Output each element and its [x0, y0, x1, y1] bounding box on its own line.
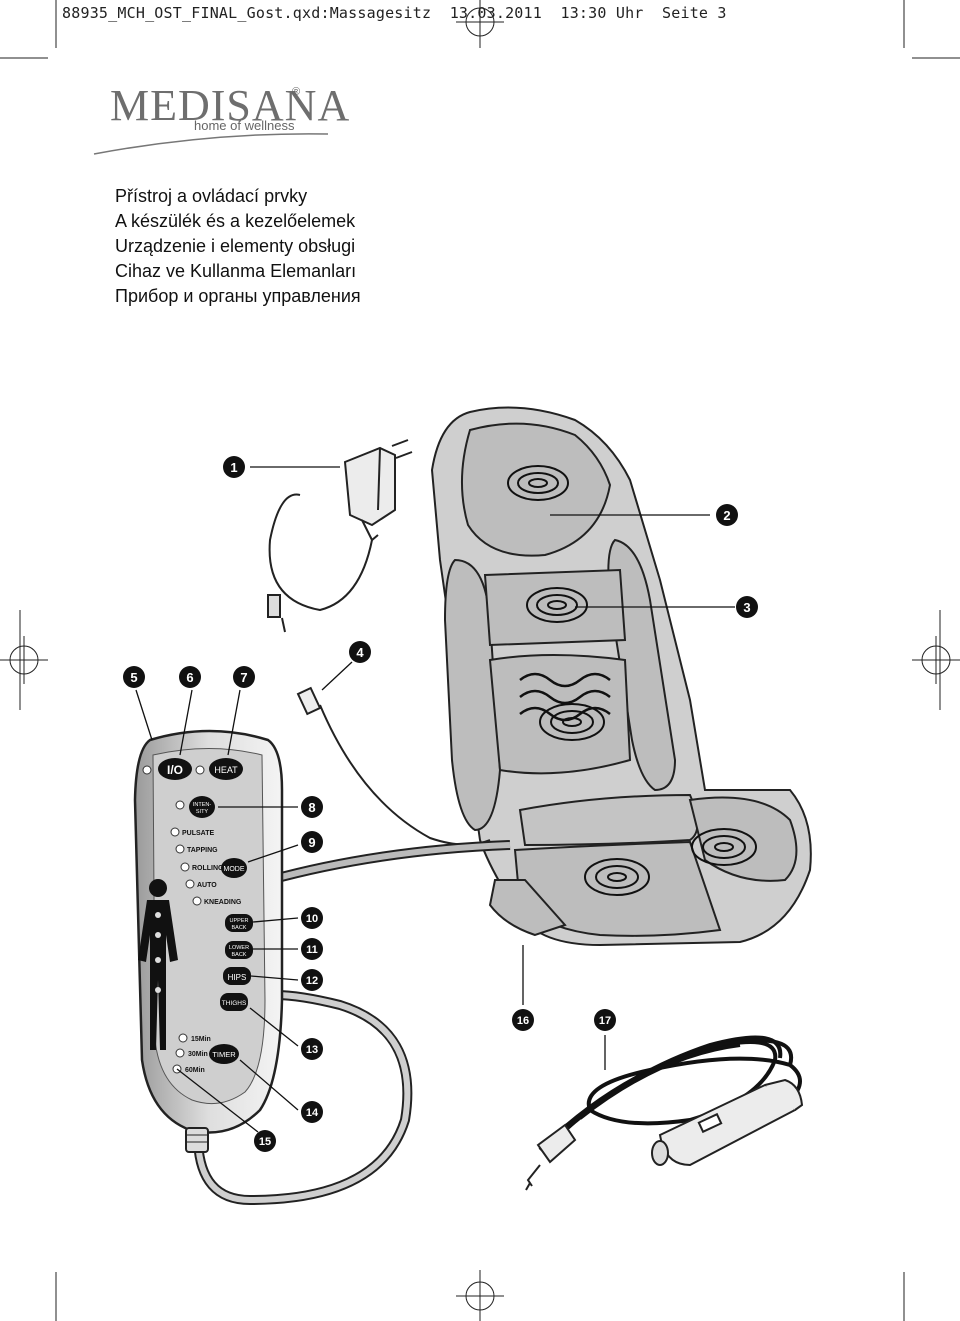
- zone-left-thigh: [584, 858, 650, 896]
- callout-10: 10: [301, 907, 323, 929]
- heat-button: HEAT: [209, 758, 243, 780]
- zone-upper-back: [526, 587, 588, 623]
- callout-17: 17: [594, 1009, 616, 1031]
- brand-name: MEDISANA: [110, 81, 351, 130]
- callout-13: 13: [301, 1038, 323, 1060]
- callout-5: 5: [123, 666, 145, 688]
- callout-1: 1: [223, 456, 245, 478]
- heat-waves-icon: [519, 672, 611, 722]
- intensity-button: INTEN- SITY: [189, 796, 215, 818]
- svg-text:SITY: SITY: [196, 809, 209, 815]
- svg-text:3: 3: [743, 600, 750, 615]
- timer-label-30: 30Min: [188, 1051, 208, 1058]
- svg-text:I/O: I/O: [167, 763, 183, 777]
- title-tr: Cihaz ve Kullanma Elemanları: [115, 261, 357, 281]
- callout-14: 14: [301, 1101, 323, 1123]
- mode-label-rolling: ROLLING: [192, 865, 224, 872]
- svg-text:10: 10: [306, 913, 318, 925]
- svg-text:BACK: BACK: [232, 952, 247, 958]
- car-plug-small: [525, 1123, 577, 1191]
- hips-button: HIPS: [223, 967, 251, 985]
- thighs-button: THIGHS: [220, 993, 248, 1011]
- svg-text:5: 5: [130, 670, 137, 685]
- svg-text:TIMER: TIMER: [212, 1050, 236, 1059]
- lower-back-button: LOWER BACK: [225, 941, 253, 959]
- callout-8: 8: [301, 796, 323, 818]
- print-header: 88935_MCH_OST_FINAL_Gost.qxd:Massagesitz…: [62, 4, 727, 22]
- car-adapter-cable: [538, 1035, 802, 1152]
- body-silhouette-icon: [138, 879, 178, 1050]
- registered-mark: ®: [292, 86, 301, 98]
- timer-button: TIMER: [209, 1044, 239, 1064]
- zone-neck: [507, 465, 569, 501]
- callout-3: 3: [736, 596, 758, 618]
- power-button: I/O: [158, 758, 192, 780]
- svg-text:13: 13: [306, 1044, 318, 1056]
- mode-label-pulsate: PULSATE: [182, 830, 214, 837]
- svg-text:INTEN-: INTEN-: [193, 802, 212, 808]
- svg-text:7: 7: [240, 670, 247, 685]
- svg-text:THIGHS: THIGHS: [222, 1000, 247, 1007]
- callout-markers: 1 2 3 4 5 6 7 8 9 10 11 12 13 14 15 16 1…: [123, 456, 758, 1152]
- callout-15: 15: [254, 1130, 276, 1152]
- callout-12: 12: [301, 969, 323, 991]
- svg-text:12: 12: [306, 975, 318, 987]
- mode-label-tapping: TAPPING: [187, 847, 218, 854]
- svg-text:LOWER: LOWER: [229, 945, 249, 951]
- title-hu: A készülék és a kezelőelemek: [115, 211, 356, 231]
- svg-text:1: 1: [230, 460, 237, 475]
- title-pl: Urządzenie i elementy obsługi: [115, 236, 356, 256]
- svg-text:8: 8: [308, 800, 315, 815]
- svg-text:HEAT: HEAT: [214, 765, 238, 775]
- svg-text:BACK: BACK: [232, 925, 247, 931]
- callout-16: 16: [512, 1009, 534, 1031]
- timer-label-60: 60Min: [185, 1067, 205, 1074]
- title-cz: Přístroj a ovládací prvky: [115, 186, 308, 206]
- title-list: Přístroj a ovládací prvky A készülék és …: [115, 184, 361, 309]
- svg-text:HIPS: HIPS: [228, 973, 247, 982]
- svg-text:UPPER: UPPER: [230, 918, 249, 924]
- massage-seat-cushion: [430, 406, 812, 947]
- callout-9: 9: [301, 831, 323, 853]
- indicator-leds: [142, 765, 205, 1074]
- massage-zone-marks: [507, 465, 757, 896]
- zone-lower-back: [539, 703, 605, 741]
- callout-leaders: [135, 466, 735, 1133]
- timer-label-15: 15Min: [191, 1036, 211, 1043]
- upper-back-button: UPPER BACK: [225, 914, 253, 932]
- svg-text:4: 4: [356, 645, 364, 660]
- remote-control: I/O HEAT INTEN- SITY PULSATE TAPPING ROL…: [133, 729, 284, 1153]
- svg-text:6: 6: [186, 670, 193, 685]
- callout-4: 4: [349, 641, 371, 663]
- callout-7: 7: [233, 666, 255, 688]
- logo-swoosh: [93, 133, 329, 155]
- svg-text:15: 15: [259, 1136, 271, 1148]
- title-ru: Прибор и органы управления: [115, 286, 361, 306]
- svg-text:14: 14: [306, 1107, 319, 1119]
- svg-text:9: 9: [308, 835, 315, 850]
- ac-adapter: [267, 439, 413, 633]
- mode-label-kneading: KNEADING: [204, 899, 242, 906]
- callout-6: 6: [179, 666, 201, 688]
- cigarette-lighter-plug: [651, 1078, 804, 1167]
- svg-text:2: 2: [723, 508, 730, 523]
- svg-text:16: 16: [517, 1015, 529, 1027]
- zone-right-thigh: [691, 828, 757, 866]
- svg-text:MODE: MODE: [224, 866, 245, 873]
- mode-button: MODE: [221, 858, 247, 878]
- callout-11: 11: [301, 938, 323, 960]
- callout-2: 2: [716, 504, 738, 526]
- svg-text:17: 17: [599, 1015, 611, 1027]
- medisana-logo: MEDISANA ® home of wellness: [92, 80, 349, 160]
- mode-label-auto: AUTO: [197, 882, 217, 889]
- brand-tagline: home of wellness: [194, 118, 295, 133]
- svg-text:11: 11: [306, 944, 318, 956]
